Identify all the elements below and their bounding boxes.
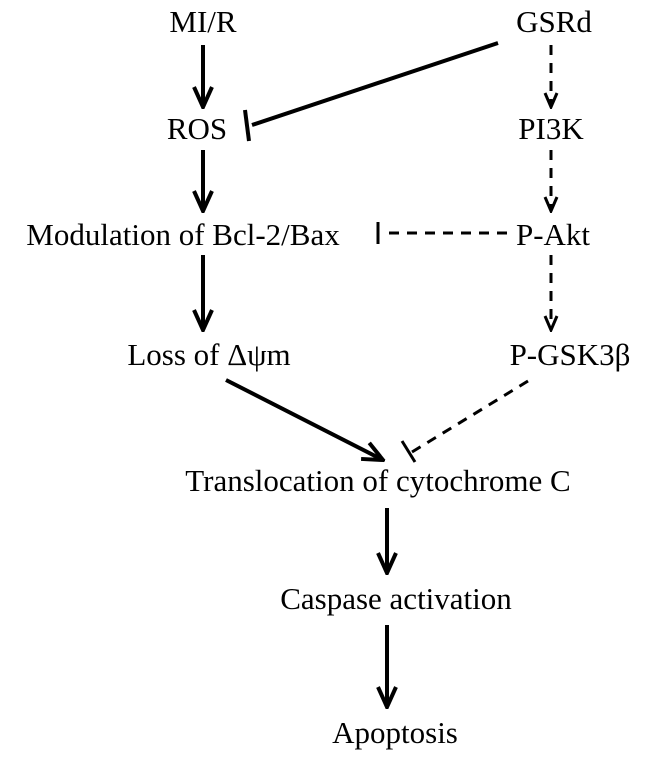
edge-loss-translocation (225, 378, 383, 460)
node-pgsk: P-GSK3β (510, 337, 631, 372)
node-translocation: Translocation of cytochrome C (185, 463, 570, 498)
node-mir: MI/R (169, 4, 237, 39)
edge-pgsk-translocation-inhibition-bar (400, 440, 417, 463)
edge-gsrd-ros-inhibition (251, 41, 499, 127)
node-pakt: P-Akt (516, 217, 590, 252)
edge-pgsk-translocation-inhibition (411, 379, 529, 454)
node-pi3k: PI3K (518, 111, 584, 146)
node-gsrd: GSRd (516, 4, 592, 39)
node-caspase: Caspase activation (280, 581, 512, 616)
node-loss: Loss of Δψm (127, 337, 290, 372)
edge-gsrd-ros-inhibition-bar (243, 109, 251, 142)
node-apoptosis: Apoptosis (332, 715, 458, 750)
node-ros: ROS (167, 111, 227, 146)
node-modulation: Modulation of Bcl-2/Bax (26, 217, 340, 252)
